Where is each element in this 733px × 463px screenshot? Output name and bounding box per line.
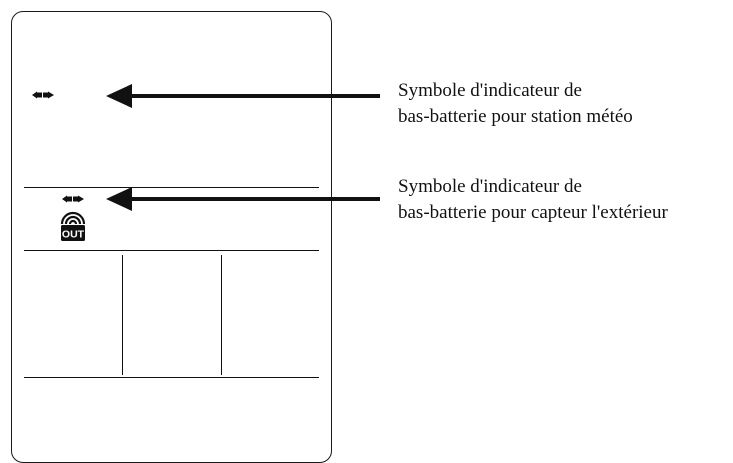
callout-label-station: Symbole d'indicateur de bas-batterie pou… (398, 78, 633, 130)
divider-top (24, 187, 319, 188)
callout-label-sensor: Symbole d'indicateur de bas-batterie pou… (398, 174, 668, 226)
low-battery-icon-sensor (62, 195, 84, 203)
outdoor-sensor-signal-icon: OUT (60, 211, 86, 241)
callout-label-sensor-line1: Symbole d'indicateur de (398, 176, 582, 197)
divider-middle (24, 250, 319, 251)
divider-bottom (24, 377, 319, 378)
callout-label-sensor-line2: bas-batterie pour capteur l'extérieur (398, 202, 668, 223)
divider-vertical-left (122, 255, 123, 375)
out-label: OUT (62, 229, 85, 241)
arrow-head-sensor (106, 187, 132, 211)
callout-label-station-line2: bas-batterie pour station météo (398, 106, 633, 127)
low-battery-icon (32, 91, 54, 99)
callout-arrows (106, 84, 380, 211)
arrow-head-station (106, 84, 132, 108)
divider-vertical-right (221, 255, 222, 375)
callout-label-station-line1: Symbole d'indicateur de (398, 80, 582, 101)
